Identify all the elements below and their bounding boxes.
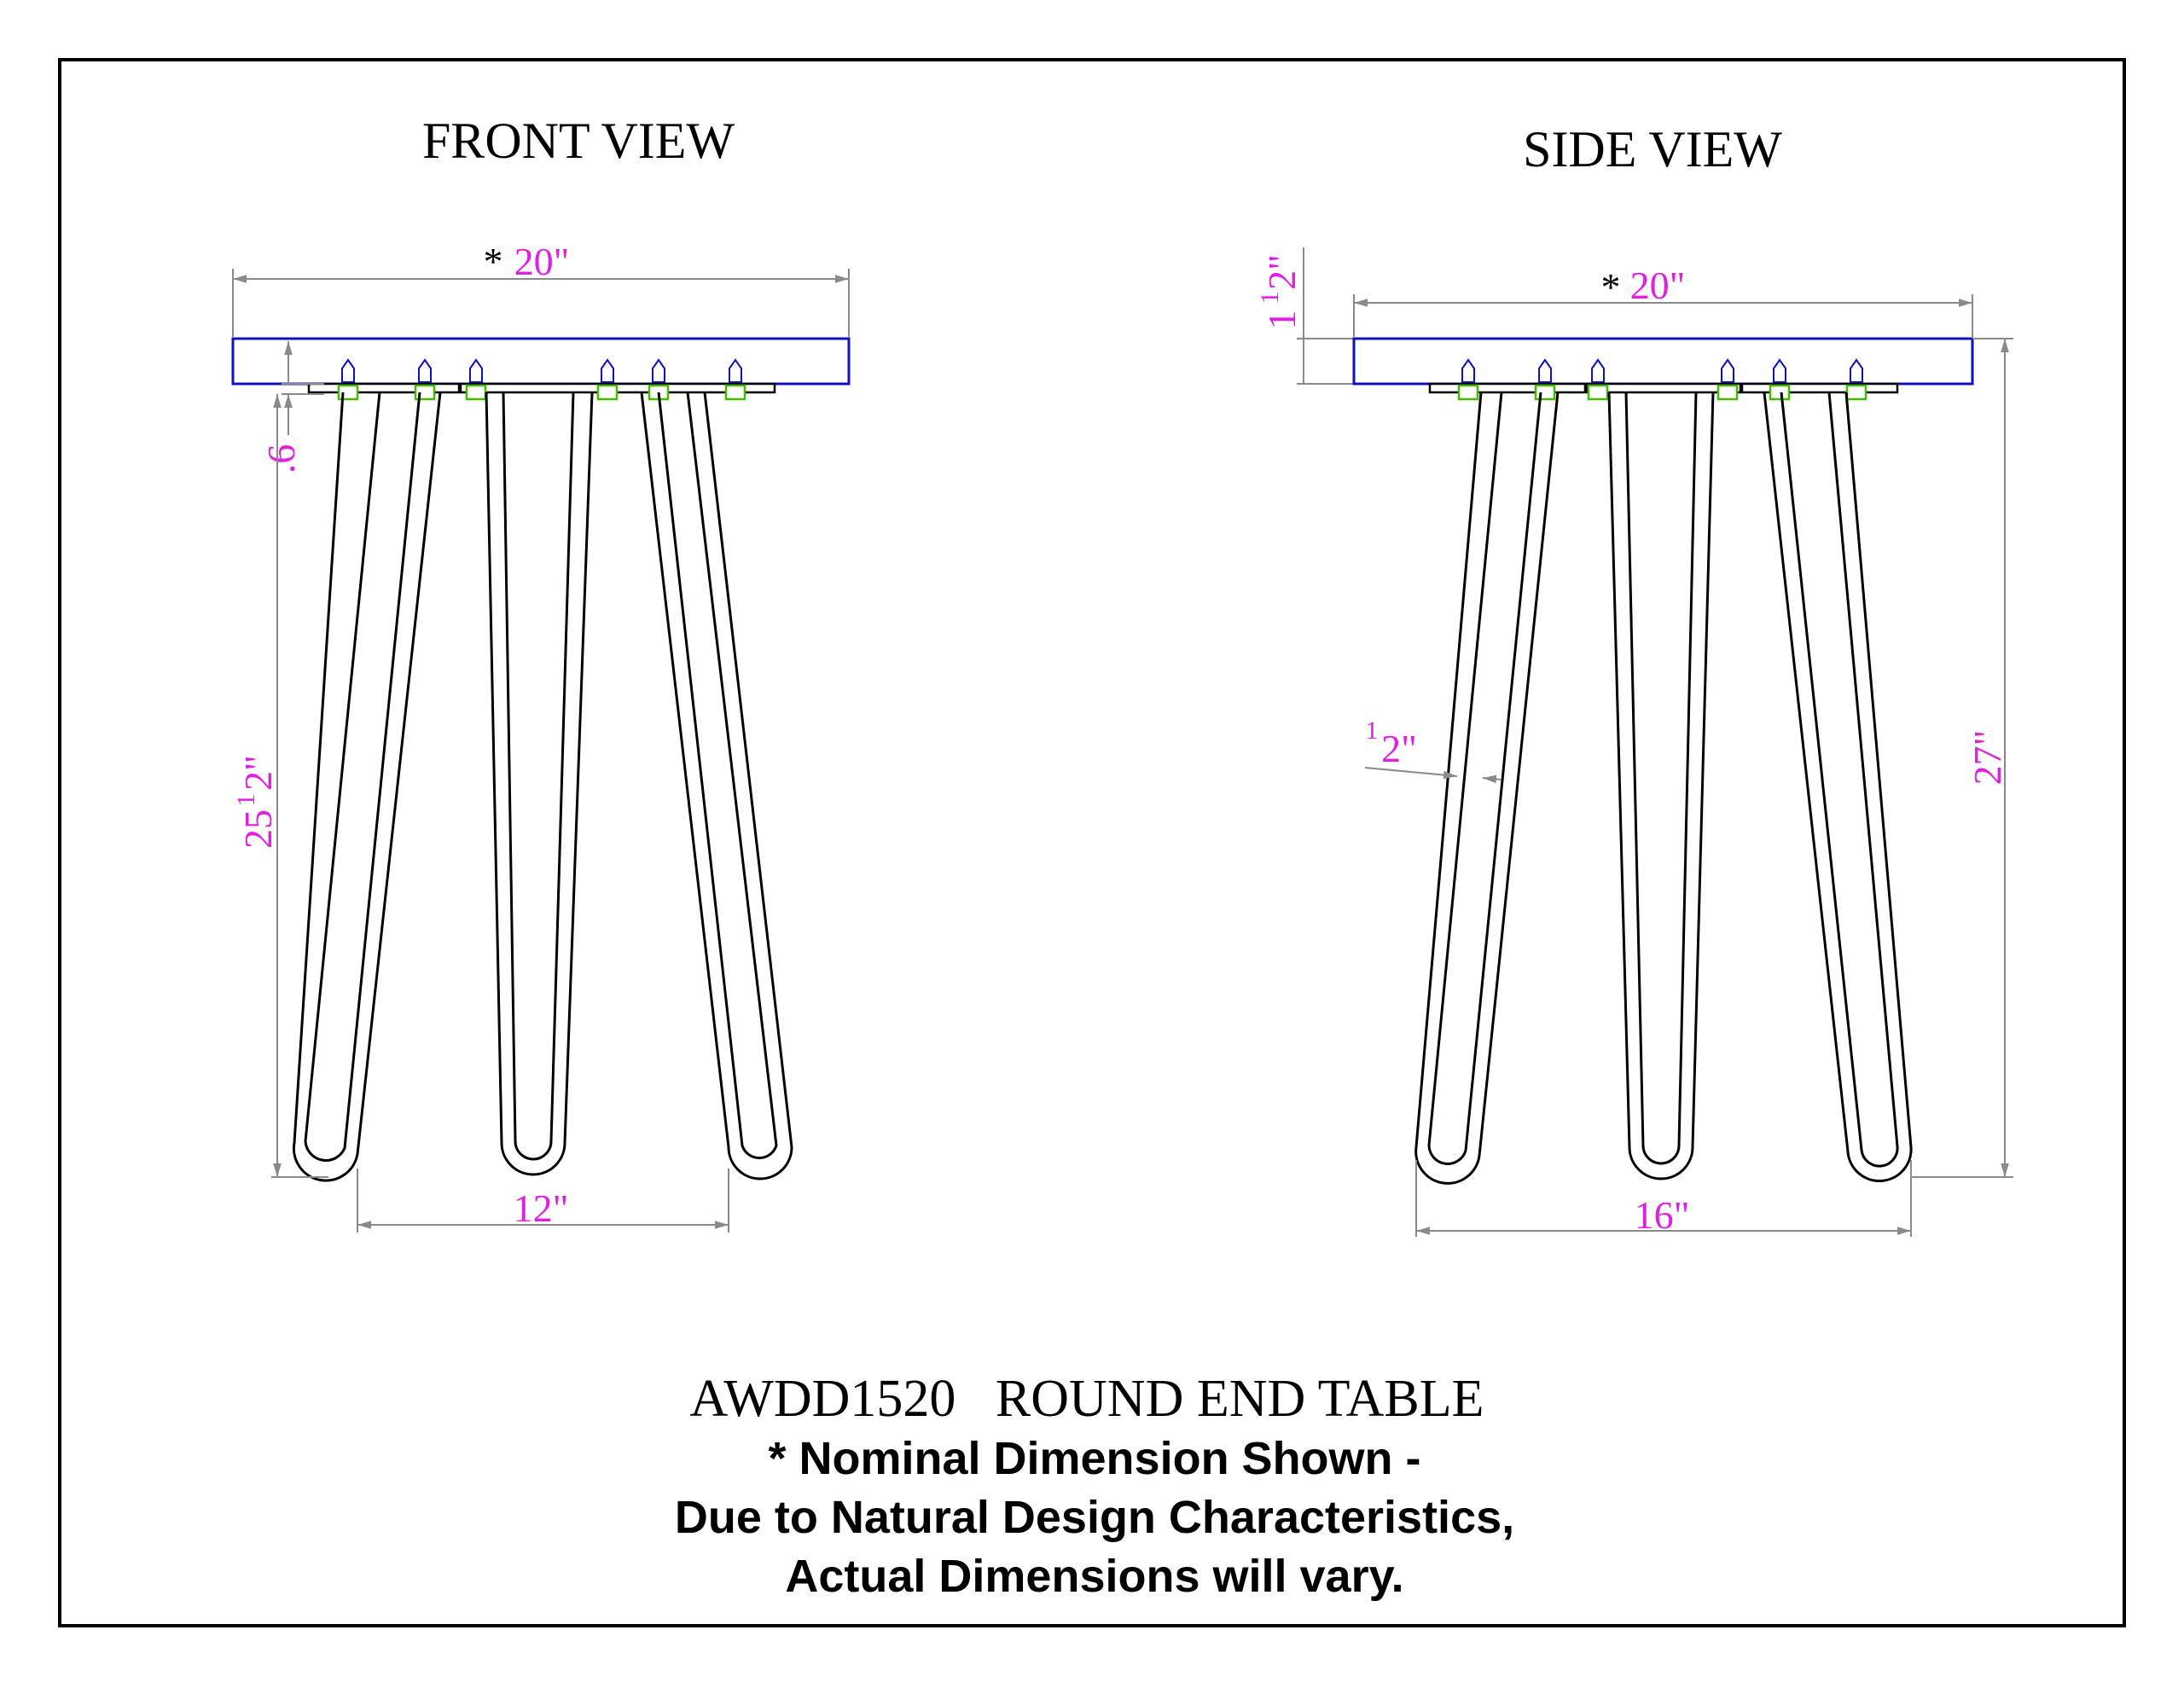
front-mounting-plates — [307, 382, 776, 394]
side-right-hairpin-leg — [1763, 392, 1913, 1183]
front-leg-height-den: 2" — [236, 755, 280, 791]
front-leg-height-dimension: 25 1 2" — [232, 755, 280, 849]
side-rod-num: 1 — [1366, 716, 1379, 745]
side-rod-den: 2" — [1381, 727, 1417, 770]
front-right-hairpin-leg — [640, 392, 793, 1180]
side-center-hairpin-leg — [1607, 392, 1715, 1180]
front-left-hairpin-leg — [292, 392, 442, 1182]
side-width-dimension: 20" — [1630, 264, 1686, 307]
front-leg-height-num: 1 — [232, 794, 260, 807]
note-line-3: Actual Dimensions will vary. — [785, 1551, 1403, 1602]
note-line-1: * Nominal Dimension Shown - — [768, 1433, 1420, 1484]
front-view: FRONT VIEW * 20" — [231, 113, 851, 1233]
drawing-frame — [58, 58, 2126, 1627]
side-top-thickness-dimension: 1 1 2" — [1256, 254, 1304, 329]
front-width-star: * — [484, 240, 503, 283]
front-bracket-height-dimension: .6 — [259, 444, 303, 474]
side-overall-height-dimension: 27" — [1966, 730, 2009, 786]
side-width-star: * — [1601, 265, 1621, 309]
side-left-hairpin-leg — [1414, 392, 1560, 1185]
side-view-title: SIDE VIEW — [1523, 121, 1782, 177]
side-bolts — [1457, 358, 1867, 401]
front-bolts — [337, 358, 746, 401]
side-top-thickness-den: 2" — [1260, 254, 1304, 290]
note-line-2: Due to Natural Design Characteristics, — [675, 1492, 1514, 1543]
front-center-hairpin-leg — [485, 392, 594, 1176]
side-mounting-plates — [1428, 382, 1899, 394]
front-view-title: FRONT VIEW — [422, 113, 735, 169]
svg-text:1: 1 — [1260, 310, 1304, 330]
front-leg-spread-dimension: 12" — [514, 1186, 569, 1230]
model-title: AWDD1520 ROUND END TABLE — [690, 1370, 1484, 1428]
front-leg-height-whole: 25 — [236, 809, 280, 849]
title-block: AWDD1520 ROUND END TABLE * Nominal Dimen… — [675, 1370, 1514, 1602]
side-leg-spread-dimension: 16" — [1635, 1193, 1690, 1237]
side-view: SIDE VIEW * 20" 1 1 2" — [1256, 121, 2013, 1237]
front-table-top — [231, 337, 851, 386]
side-table-top — [1352, 337, 1974, 386]
side-top-thickness-num: 1 — [1256, 292, 1284, 305]
front-width-dimension: 20" — [514, 240, 570, 283]
side-rod-diameter-dimension: 1 2" — [1366, 716, 1417, 770]
